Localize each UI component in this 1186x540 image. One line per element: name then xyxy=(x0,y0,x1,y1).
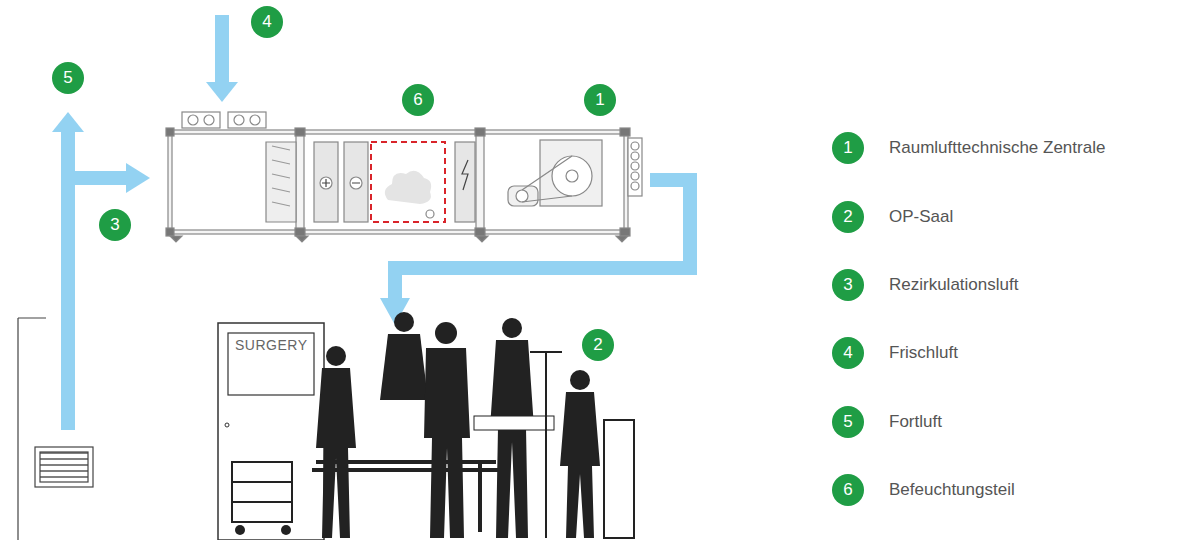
legend-swatch: 2 xyxy=(832,201,864,233)
legend-swatch: 1 xyxy=(832,132,864,164)
callout-number: 2 xyxy=(832,207,864,227)
operating-room xyxy=(218,312,634,540)
legend-swatch: 3 xyxy=(832,269,864,301)
legend-text: OP-Saal xyxy=(889,207,953,227)
legend-text: Fortluft xyxy=(889,412,942,432)
callout-number: 1 xyxy=(584,90,616,110)
air-flow xyxy=(52,15,697,430)
callout-number: 3 xyxy=(99,215,131,235)
legend-text: Rezirkulationsluft xyxy=(889,275,1018,295)
callout-number: 5 xyxy=(832,412,864,432)
legend-text: Frischluft xyxy=(889,343,958,363)
callout-number: 2 xyxy=(582,335,614,355)
legend-text: Befeuchtungsteil xyxy=(889,480,1015,500)
room-wall xyxy=(18,318,93,540)
callout-circle xyxy=(52,6,616,361)
door-sign: SURGERY xyxy=(235,337,307,353)
legend-swatch: 4 xyxy=(832,337,864,369)
callout-number: 3 xyxy=(832,275,864,295)
callout-number: 1 xyxy=(832,138,864,158)
callout-number: 5 xyxy=(52,68,84,88)
callout-number: 4 xyxy=(251,12,283,32)
legend-swatch: 5 xyxy=(832,406,864,438)
air-handling-unit xyxy=(166,112,642,242)
callout-number: 6 xyxy=(832,480,864,500)
legend-text: Raumlufttechnische Zentrale xyxy=(889,138,1105,158)
callout-number: 6 xyxy=(402,90,434,110)
legend-swatch: 6 xyxy=(832,474,864,506)
callout-number: 4 xyxy=(832,343,864,363)
